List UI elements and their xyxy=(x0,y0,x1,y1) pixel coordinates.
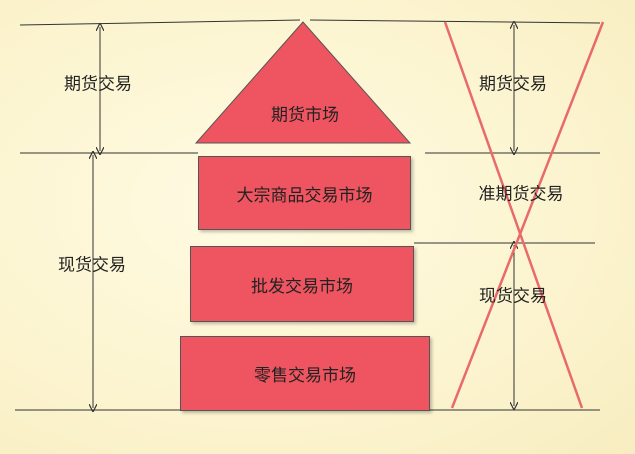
retail-market-block: 零售交易市场 xyxy=(180,336,430,411)
cross-line-1 xyxy=(443,21,584,409)
left-futures-trading-label: 期货交易 xyxy=(64,74,132,95)
right-spot-trading-label: 现货交易 xyxy=(479,286,547,307)
right-quasi-futures-trading-label: 准期货交易 xyxy=(478,184,564,205)
top-guide-line xyxy=(19,19,301,26)
top-right-guide-line xyxy=(309,19,601,24)
futures-market-label: 期货市场 xyxy=(271,105,339,126)
right-futures-trading-label: 期货交易 xyxy=(479,74,547,95)
cross-line-2 xyxy=(450,21,605,409)
bulk-commodity-market-block: 大宗商品交易市场 xyxy=(198,156,411,230)
futures-market-triangle xyxy=(194,21,412,144)
wholesale-market-block: 批发交易市场 xyxy=(190,246,414,322)
left-spot-trading-label: 现货交易 xyxy=(58,255,126,276)
